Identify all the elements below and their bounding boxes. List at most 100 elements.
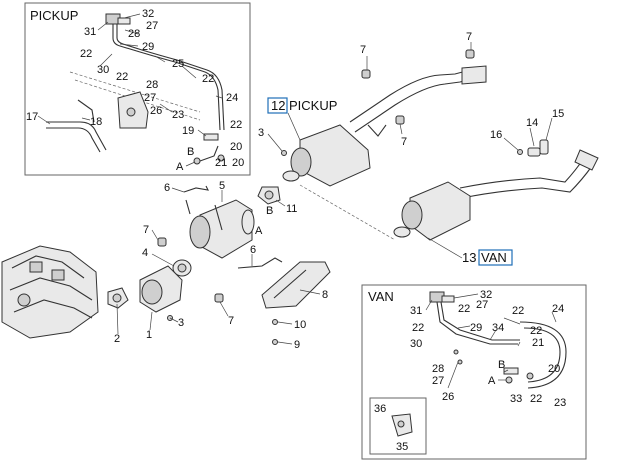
label-8: 8 [322,289,328,301]
catalyst-dpf-assembly: 6 5 B 11 A 7 4 6 8 7 10 9 3 1 2 [107,180,331,351]
lead-v21 [517,341,521,347]
label-v22e: 22 [530,325,542,337]
pickup-tailpipe-hook [77,99,95,123]
label-B-main: B [266,205,273,217]
sensor-line-6a-2 [185,199,191,215]
label-27b: 27 [144,92,156,104]
label-v27: 27 [476,299,488,311]
lead-p30 [99,53,113,67]
label-5: 5 [219,180,225,192]
lead-3 [267,133,283,152]
pickup-pressure-line [112,24,221,131]
pickup-inset-frame [24,2,251,176]
label-v35: 35 [396,441,408,453]
label-1: 1 [146,329,152,341]
van-nut-2 [526,372,534,380]
van-bolt [453,349,459,355]
nut-10 [272,319,278,325]
label-20-pickup-top: 20 [230,141,242,153]
van-model-number: 13 [462,250,476,265]
pickup-tailpipe-tip [461,65,487,85]
lead-9 [277,341,293,345]
gasket-4-hole [177,263,187,273]
engine-housing [1,245,99,339]
lead-p24 [215,95,223,99]
label-v21: 21 [532,337,544,349]
lead-4 [151,253,175,267]
label-7b: 7 [466,31,472,43]
label-21: 21 [215,157,227,169]
lead-vB [503,369,509,373]
van-pipe-24 [519,321,567,389]
label-22c: 22 [202,73,214,85]
label-24: 24 [226,92,238,104]
bolt-9 [272,339,278,345]
label-22d: 22 [230,119,242,131]
label-v33: 33 [510,393,522,405]
van-subinset-frame [369,397,427,455]
van-inset: VAN 32 27 31 22 22 24 22 29 34 [361,284,587,460]
label-17: 17 [26,111,38,123]
van-tail-pipe-lower [461,165,593,199]
label-6a: 6 [164,182,170,194]
van-tailpipe-tip [574,149,599,171]
pickup-tailpipe-2 [46,127,101,153]
pickup-model-label: PICKUP [289,98,337,113]
van-inset-frame [361,284,587,460]
label-B-pickup: B [187,146,194,158]
label-15: 15 [552,108,564,120]
pickup-pressure-line-2 [116,24,225,131]
pickup-nut [193,157,201,165]
pickup-tailpipe [46,121,107,151]
lead-p23 [159,103,173,113]
dpf-band [214,204,223,231]
catalyst-end [141,279,163,305]
label-10: 10 [294,319,306,331]
heat-shield-rib [273,269,307,299]
lead-7d [151,229,159,241]
label-7e: 7 [228,315,234,327]
label-v22: 22 [512,305,524,317]
lead-v32 [453,293,479,299]
van-sensor-clip [441,295,455,303]
label-v24: 24 [552,303,564,315]
lead-11 [275,199,286,207]
label-32: 32 [142,8,154,20]
pickup-pipe-hanger [367,124,387,137]
lead-16 [503,137,519,151]
van-bolt-2 [457,359,463,365]
lead-p28 [124,29,139,35]
lead-v24 [551,311,557,323]
lead-pA [185,161,196,167]
lead-v26 [447,361,459,389]
engine-pulley [17,293,31,307]
label-28b: 28 [146,79,158,91]
lead-v29 [457,325,471,329]
pickup-tail-pipe-upper [349,69,471,123]
sensor-line-6b [237,257,283,269]
van-exhaust-system: 15 14 16 13 VAN [393,108,599,266]
label-3b: 3 [178,317,184,329]
label-v28: 28 [432,363,444,375]
pickup-model-number: 12 [271,98,285,113]
label-v30: 30 [410,338,422,350]
label-18: 18 [90,116,102,128]
van-model-label: VAN [481,250,507,265]
pickup-model-number-box [267,97,288,114]
label-A-pickup: A [176,161,184,173]
lead-3b [169,317,179,323]
lead-15 [545,117,553,141]
lead-13 [427,237,463,259]
lead-8 [299,289,321,295]
label-v31: 31 [410,305,422,317]
pickup-exhaust-system: 7 7 7 3 12 PICKUP [258,31,487,241]
van-nut [505,376,513,384]
label-11: 11 [286,203,297,215]
lead-7e [219,301,229,317]
engine-port-1 [29,261,43,273]
label-25: 25 [172,58,184,70]
heat-shield-8 [261,261,331,309]
engine-block [1,245,99,339]
van-tail-pipe-upper [459,157,585,189]
rubber-mount-7a [361,69,371,79]
